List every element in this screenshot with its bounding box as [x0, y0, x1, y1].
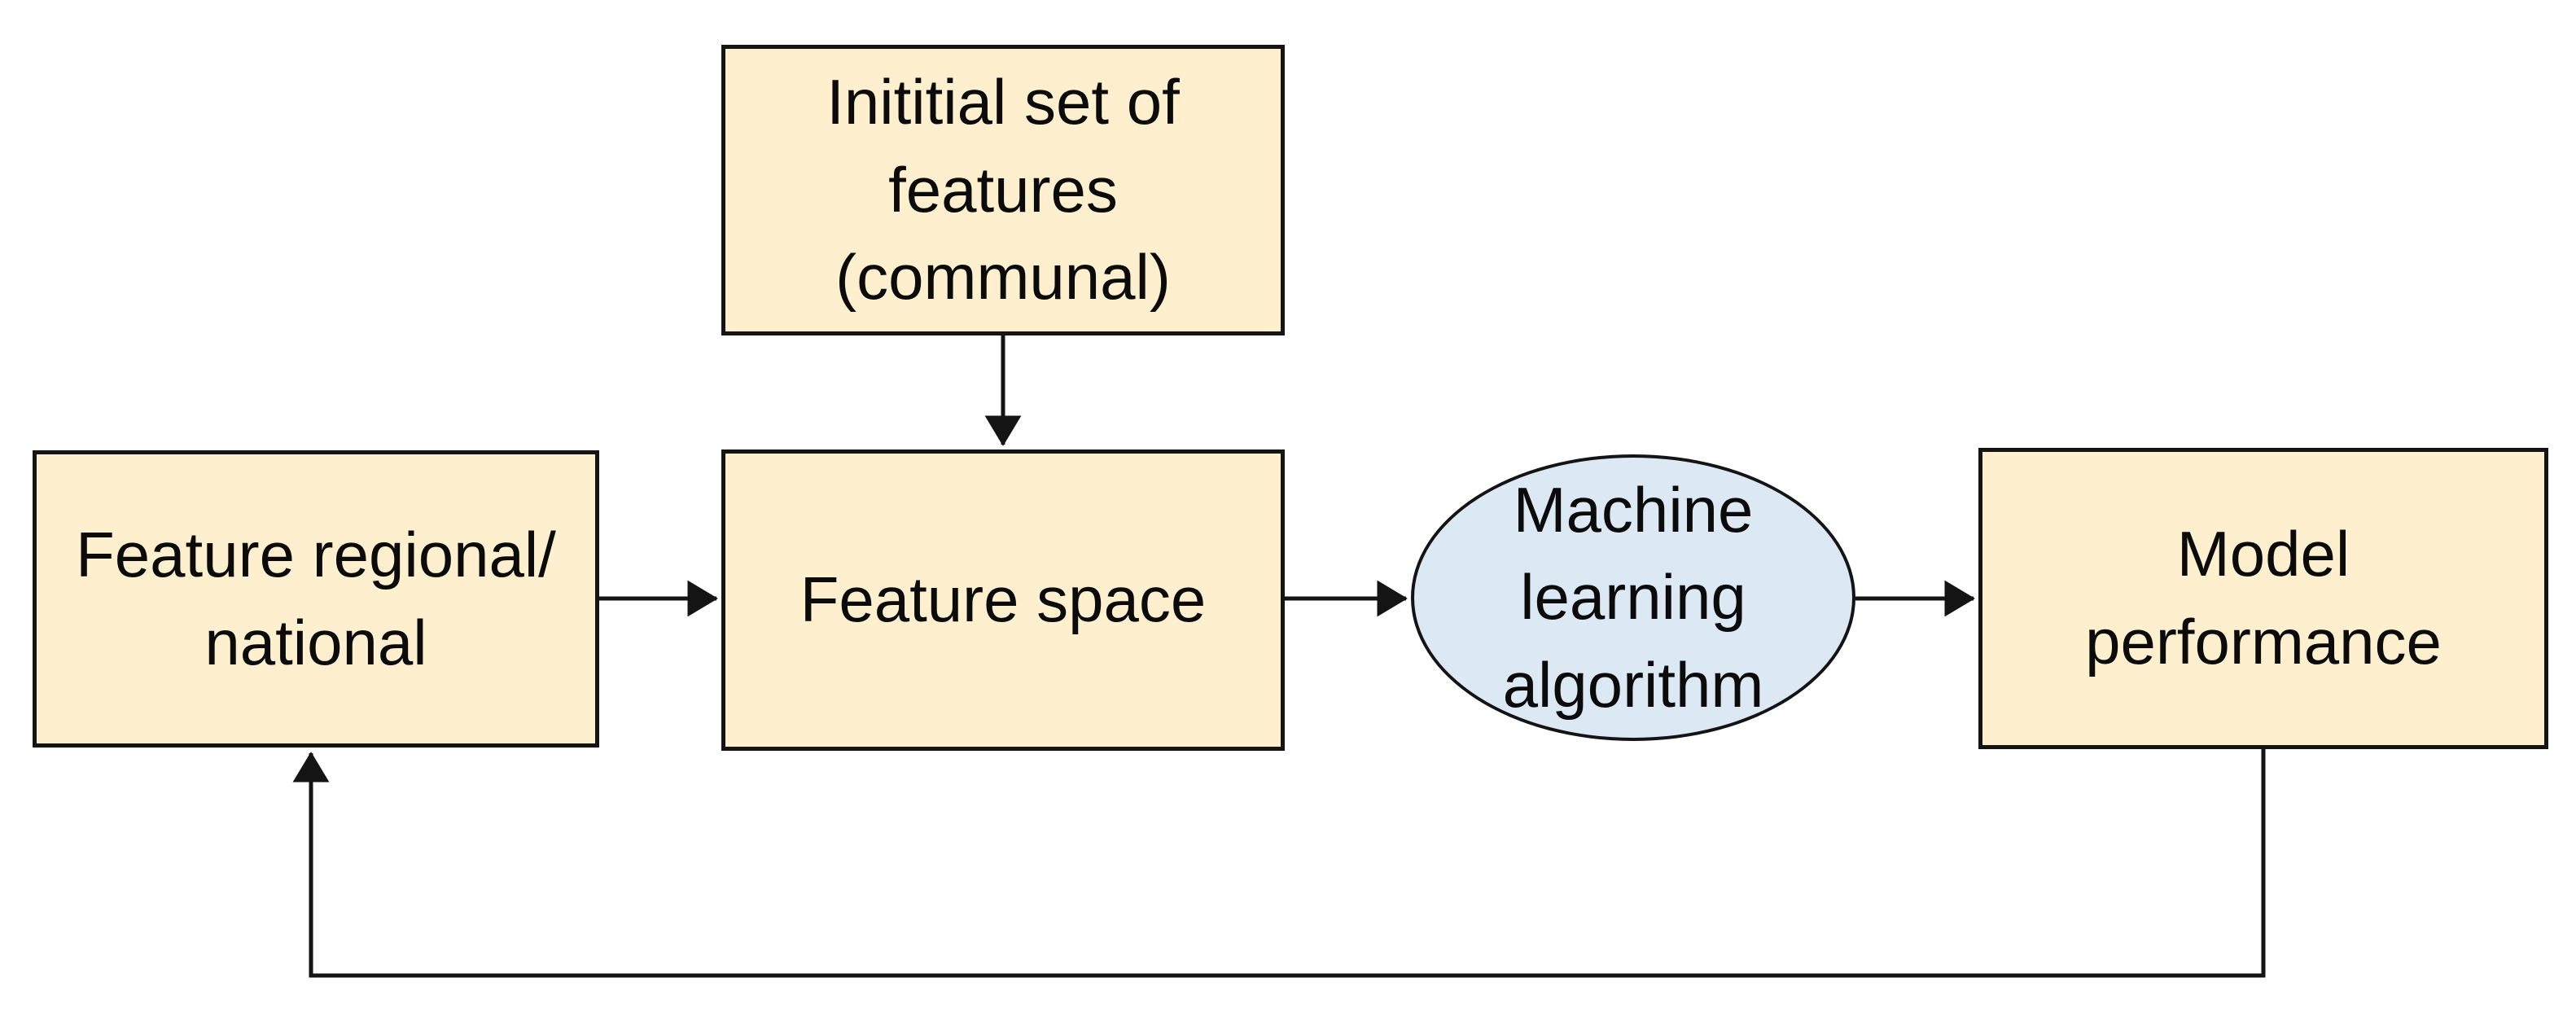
arrow-feedback-model-to-regional [292, 749, 2266, 978]
machine-learning-ellipse: Machine learning algorithm [1411, 454, 1855, 741]
feature-space-label: Feature space [800, 563, 1207, 636]
model-performance-box: Model performance [1978, 448, 2548, 749]
initial-features-label: Inititial set of features (communal) [826, 66, 1180, 314]
model-performance-label: Model performance [2085, 518, 2442, 677]
machine-learning-label: Machine learning algorithm [1502, 473, 1764, 721]
feature-space-box: Feature space [721, 449, 1285, 751]
feature-regional-label: Feature regional/ national [76, 518, 556, 678]
feature-regional-box: Feature regional/ national [33, 450, 599, 748]
initial-features-box: Inititial set of features (communal) [721, 45, 1285, 335]
